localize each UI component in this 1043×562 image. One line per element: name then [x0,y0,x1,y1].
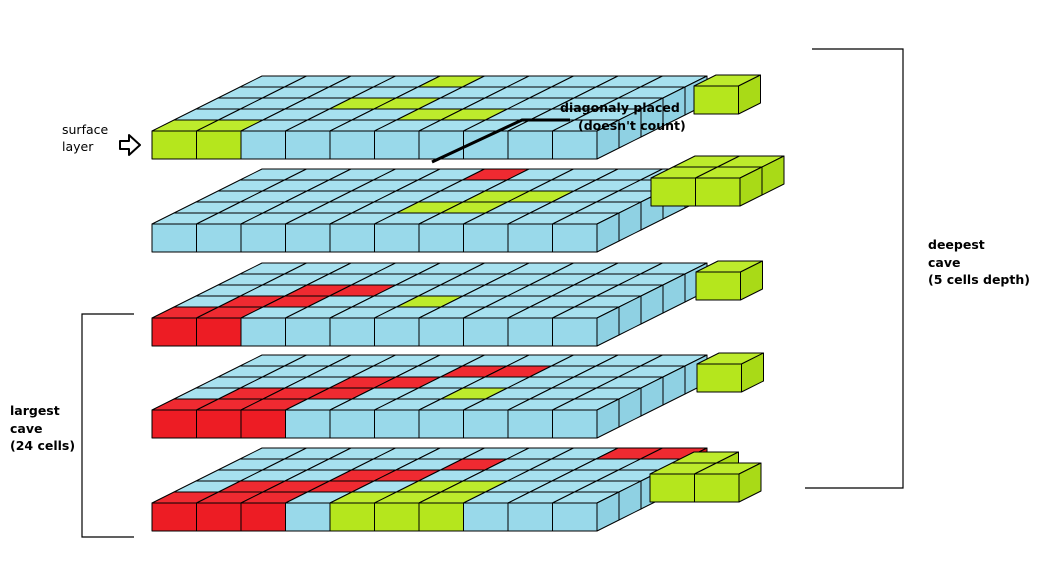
cell-front [374,130,420,160]
diagonal-pointer-line [431,118,570,164]
cell-front [463,409,509,439]
largest-label-line-2: cave [10,421,42,436]
cell-front [285,502,331,532]
cell-side [596,398,620,439]
diagonal-annotation: diagonaly placed (doesn't count) [431,100,686,164]
cell-front [240,130,286,160]
deepest-label-line-1: deepest [928,237,985,252]
cell-front [329,130,375,160]
cell-front [374,502,420,532]
cell-side [596,212,620,253]
diagonal-label-line-1: diagonaly placed [560,100,680,115]
cell-front [695,177,741,207]
cell-front [285,409,331,439]
piece-5 [649,451,762,503]
deepest-label-line-2: cave [928,255,960,270]
cell-front [418,502,464,532]
cell-front [285,130,331,160]
cell-front [507,130,553,160]
cell-front [196,409,242,439]
surface-label-line-2: layer [62,139,94,154]
cell-front [696,363,742,393]
cell-front [329,223,375,253]
layers-stack [151,75,708,532]
cell-front [694,473,740,503]
cell-front [151,317,197,347]
cell-front [463,502,509,532]
cell-side [738,74,761,115]
cell-front [329,409,375,439]
cell-front [240,223,286,253]
cell-front [151,502,197,532]
cell-front [649,473,695,503]
cell-front [196,223,242,253]
cell-side [596,306,620,347]
layer-2-slab [151,168,708,253]
layer-1-slab [151,75,708,160]
cell-front [418,223,464,253]
cell-front [463,223,509,253]
cell-front [418,409,464,439]
cell-side [740,260,763,301]
cell-front [285,317,331,347]
cell-side [596,491,620,532]
right-arrow-icon [119,134,141,156]
cell-front [650,177,696,207]
cell-front [196,317,242,347]
piece-4 [696,352,764,393]
cell-front [552,502,598,532]
largest-label-line-1: largest [10,403,60,418]
cell-front [693,85,739,115]
deepest-cave-annotation: deepest cave (5 cells depth) [805,48,1030,489]
diagonal-label-line-2: (doesn't count) [578,118,686,133]
cell-front [240,317,286,347]
deepest-label-line-3: (5 cells depth) [928,272,1030,287]
cell-front [196,502,242,532]
piece-3 [695,260,763,301]
piece-1 [693,74,761,115]
cell-front [151,409,197,439]
cell-front [374,317,420,347]
cell-front [507,223,553,253]
cell-front [151,130,197,160]
piece-2 [650,155,785,207]
cell-front [374,223,420,253]
cell-front [507,317,553,347]
cell-front [552,130,598,160]
cell-front [463,317,509,347]
layer-4-slab [151,354,708,439]
cell-front [507,409,553,439]
surface-layer-annotation: surface layer [62,122,141,156]
cell-front [695,271,741,301]
largest-cave-annotation: largest cave (24 cells) [10,313,134,538]
cell-front [285,223,331,253]
cell-front [418,130,464,160]
deepest-cave-pieces [649,74,785,503]
cell-front [507,502,553,532]
cell-side [596,119,620,160]
cell-front [151,223,197,253]
cell-front [552,409,598,439]
largest-bracket [81,313,134,538]
largest-label-line-3: (24 cells) [10,438,75,453]
cell-front [240,409,286,439]
cell-front [196,130,242,160]
layer-3-slab [151,262,708,347]
deepest-bracket [805,48,904,489]
cell-side [739,166,763,207]
cell-front [374,409,420,439]
cell-side [738,462,762,503]
layer-5-slab [151,447,708,532]
cell-front [240,502,286,532]
surface-label-line-1: surface [62,122,109,137]
cell-front [552,317,598,347]
cell-side [741,352,764,393]
cell-front [329,502,375,532]
cell-front [329,317,375,347]
cell-front [418,317,464,347]
cell-front [552,223,598,253]
